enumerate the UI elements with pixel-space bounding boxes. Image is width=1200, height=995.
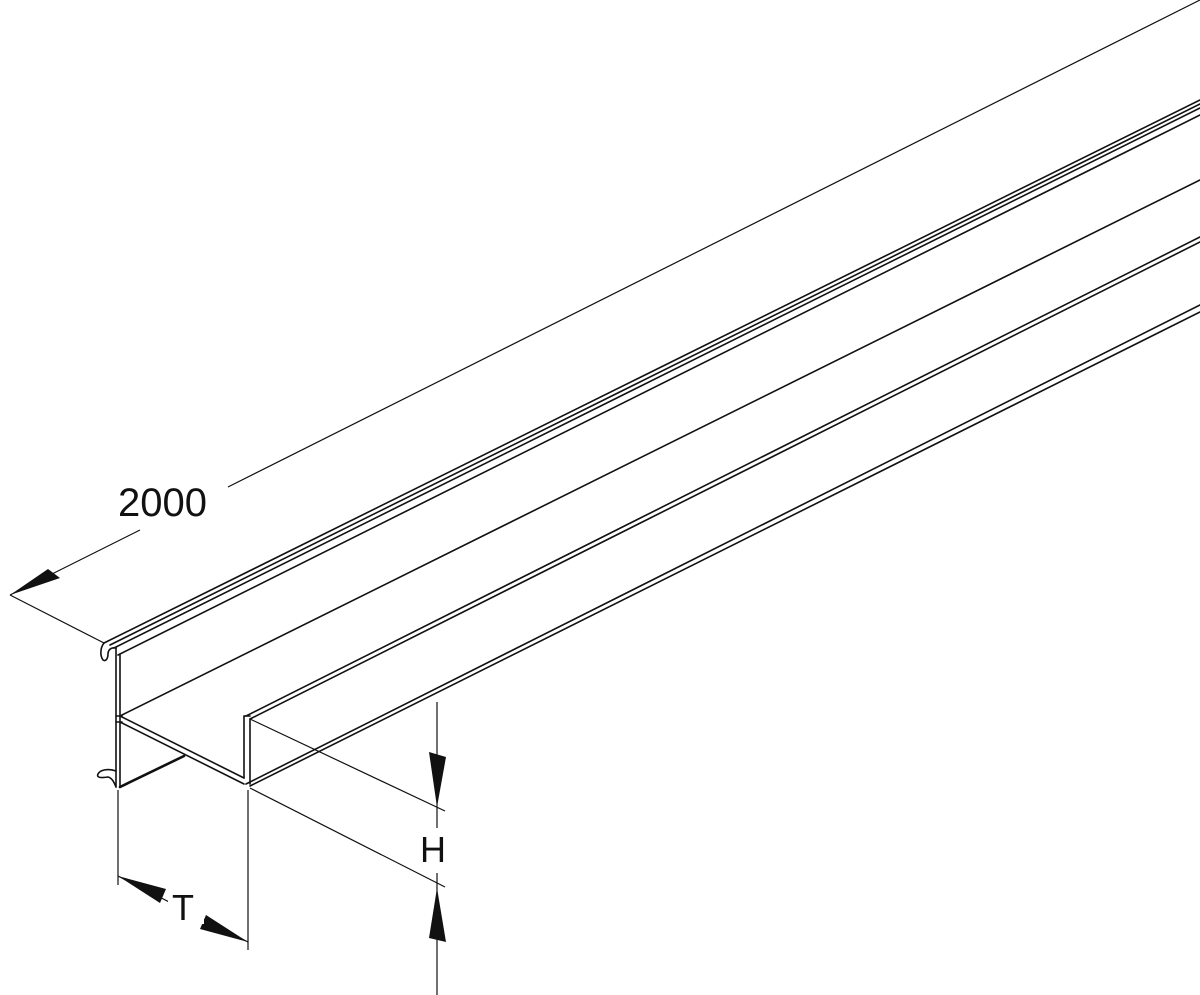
dimension-length: 2000	[9, 0, 1200, 644]
arrow-icon	[200, 915, 248, 942]
arrow-left-icon	[10, 569, 60, 595]
dimension-length-label: 2000	[118, 481, 207, 525]
dimension-height-label: H	[420, 829, 446, 870]
arrow-up-icon	[429, 888, 446, 942]
dimension-height: H	[249, 702, 446, 995]
dimension-depth: T	[117, 790, 249, 950]
profile-edges	[103, 99, 1200, 787]
profile-cross-section	[96, 642, 251, 789]
dimension-depth-label: T	[172, 887, 194, 928]
arrow-down-icon	[429, 752, 446, 807]
arrow-icon	[118, 876, 166, 903]
